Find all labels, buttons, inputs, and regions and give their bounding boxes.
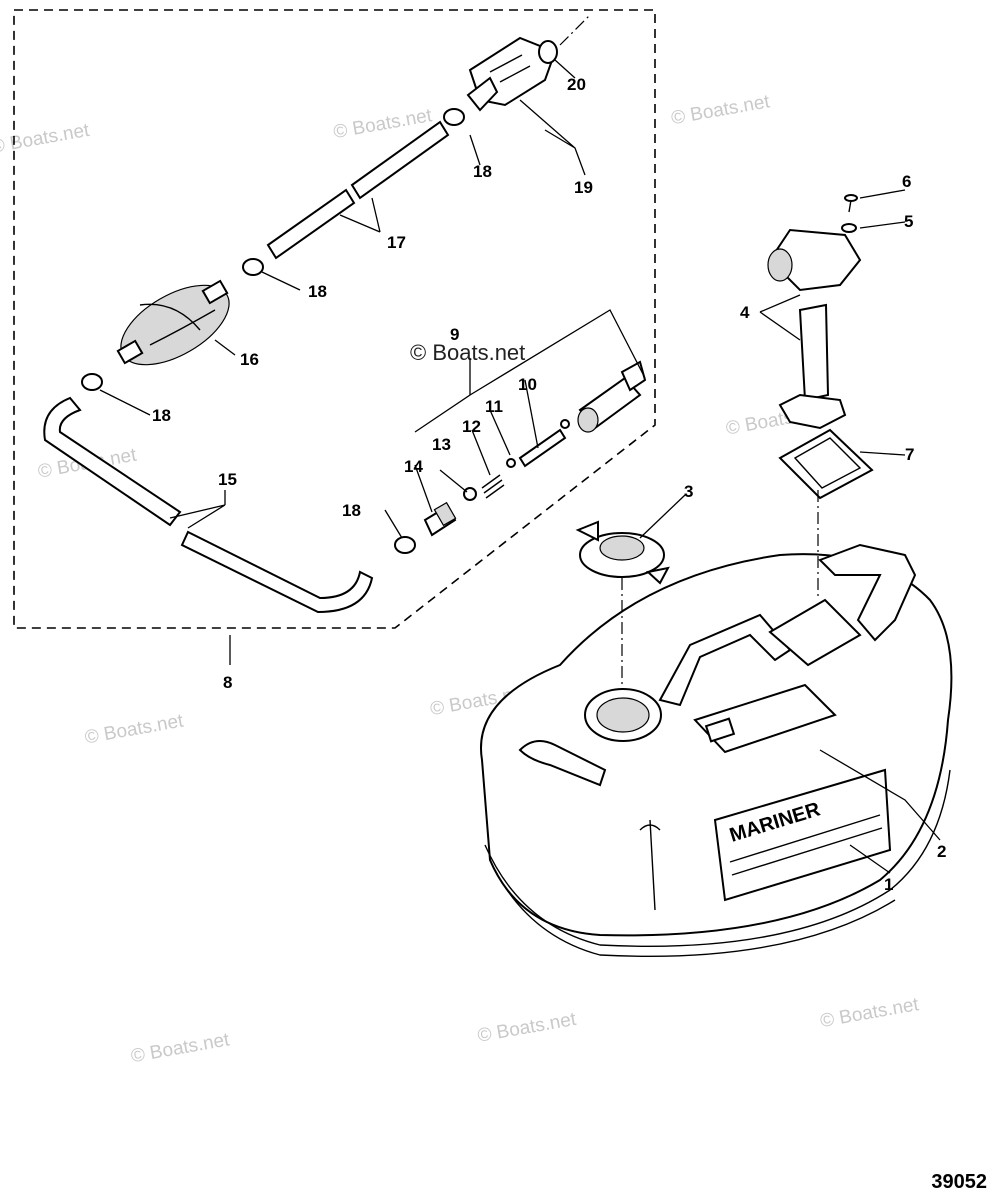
screw (844, 194, 858, 213)
callout-14: 14 (404, 457, 423, 476)
callout-19: 19 (574, 178, 593, 197)
tank-brand-panel: MARINER (713, 768, 892, 902)
tank-handle (658, 613, 792, 707)
filler-neck (584, 688, 662, 742)
callout-9: 9 (450, 325, 459, 344)
callout-7: 7 (905, 445, 914, 464)
valve-spring (481, 474, 505, 499)
callout-18: 18 (342, 501, 361, 520)
hose-clamp (443, 108, 465, 126)
washer (841, 223, 857, 233)
hose-clamp (242, 258, 264, 276)
callout-11: 11 (485, 397, 503, 416)
hose-clamp (81, 373, 103, 391)
callout-12: 12 (462, 417, 481, 436)
fuel-line-kit-boundary (13, 9, 656, 629)
callout-13: 13 (432, 435, 451, 454)
upper-hose-sections (266, 120, 450, 260)
callout-1: 1 (884, 875, 893, 894)
callout-20: 20 (567, 75, 586, 94)
hose-clamp (394, 536, 416, 554)
primer-bulb (116, 279, 230, 366)
small-o-ring (506, 458, 516, 468)
callout-17: 17 (387, 233, 406, 252)
fuel-line-connector (577, 360, 647, 433)
tank-connector (466, 36, 557, 112)
valve-body (518, 419, 570, 468)
diagram-reference-number: 39052 (931, 1171, 987, 1193)
watermark-text-prominent: © Boats.net (410, 340, 525, 365)
watermark-text: © Boats.net (670, 91, 772, 129)
callout-18: 18 (308, 282, 327, 301)
callout-18: 18 (152, 406, 171, 425)
lower-hose-sections (43, 396, 374, 614)
callout-2: 2 (937, 842, 946, 861)
callout-4: 4 (740, 303, 750, 322)
callout-18: 18 (473, 162, 492, 181)
fuel-pickup-assembly (767, 228, 862, 430)
check-ball (463, 487, 477, 501)
callout-10: 10 (518, 375, 537, 394)
watermark-text: © Boats.net (83, 710, 185, 748)
callout-5: 5 (904, 212, 913, 231)
assembly-guide-lines (559, 14, 819, 690)
callout-6: 6 (902, 172, 911, 191)
callout-3: 3 (684, 482, 693, 501)
o-ring (538, 40, 558, 64)
callout-16: 16 (240, 350, 259, 369)
vent-tab (518, 740, 607, 787)
leader-lines (99, 59, 941, 874)
fill-cap (575, 520, 670, 585)
rear-grip (818, 543, 917, 642)
gauge-gasket (778, 428, 874, 500)
callout-labels: 1 2 3 4 5 6 7 8 9 10 11 12 13 14 15 16 1… (152, 75, 946, 894)
tank-gasket-seat (768, 598, 862, 667)
callout-15: 15 (218, 470, 237, 489)
watermark-text: © Boats.net (819, 994, 921, 1032)
hose-fitting (423, 501, 457, 537)
watermark-text: © Boats.net (129, 1029, 231, 1067)
callout-8: 8 (223, 673, 232, 692)
watermark-text: © Boats.net (476, 1009, 578, 1047)
tank-label-panel (693, 683, 837, 754)
